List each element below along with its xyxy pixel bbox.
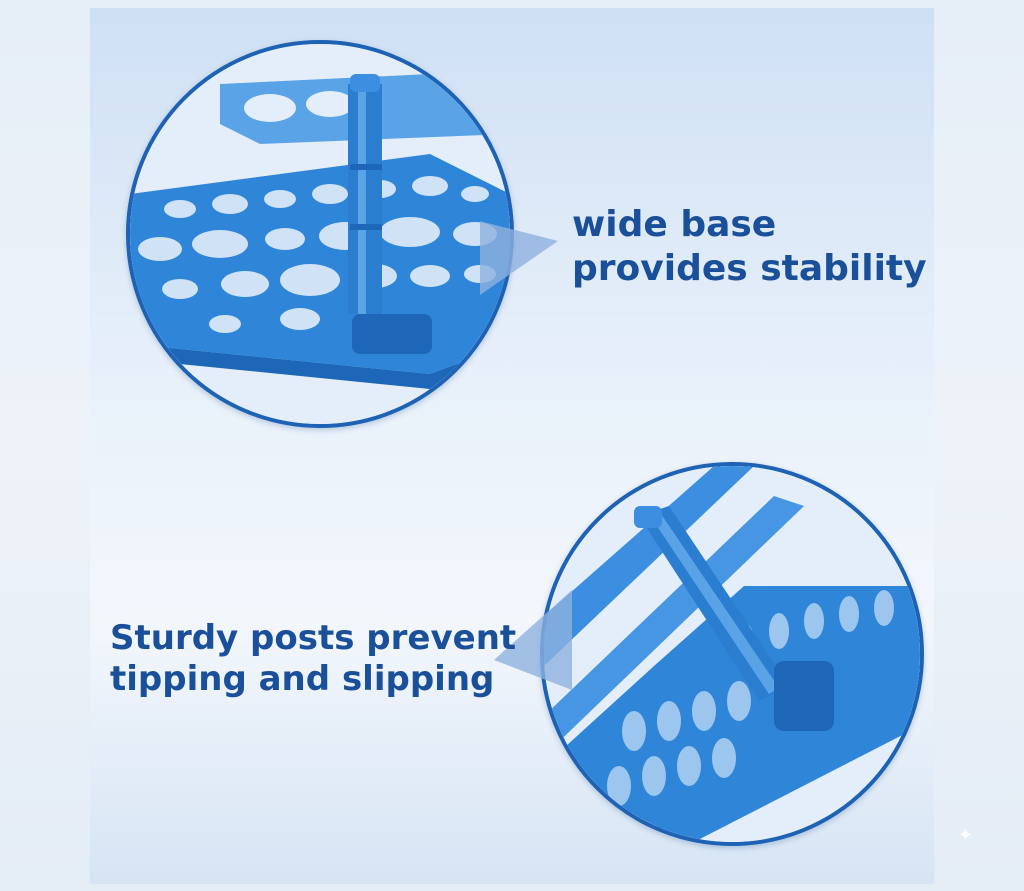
callout-line: wide base xyxy=(572,204,777,245)
callout-line: tipping and slipping xyxy=(110,659,495,700)
base-closeup-circle xyxy=(126,40,514,428)
rack-post-illustration xyxy=(544,466,920,842)
post-closeup-circle xyxy=(540,462,924,846)
callout-caption-base: wide base provides stability xyxy=(572,203,927,291)
rack-base-illustration xyxy=(130,44,510,424)
callout-line: provides stability xyxy=(572,247,927,289)
sparkle-icon: ✦ xyxy=(958,825,974,846)
callout-line: Sturdy posts prevent xyxy=(110,618,517,658)
callout-caption-posts: Sturdy posts prevent tipping and slippin… xyxy=(110,618,516,701)
